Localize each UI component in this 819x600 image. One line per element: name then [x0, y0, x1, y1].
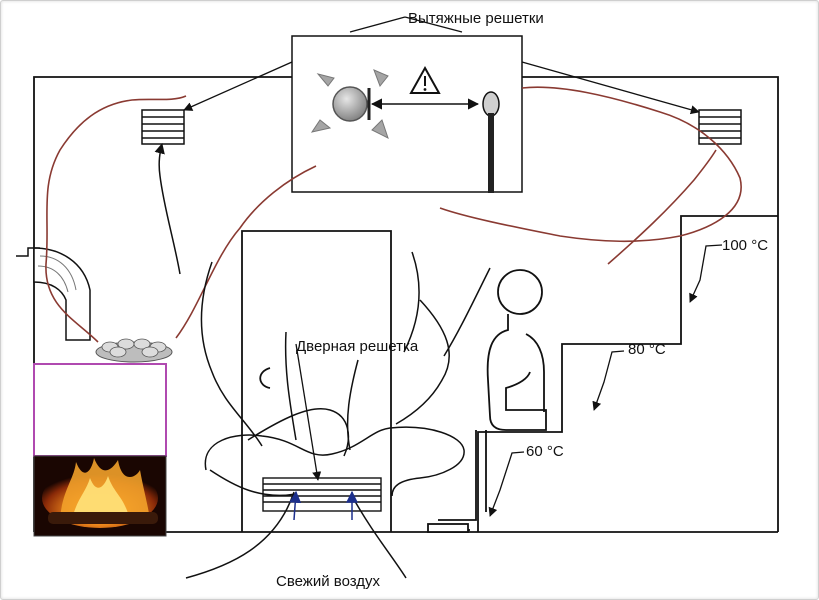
benches	[427, 215, 778, 533]
exhaust-grille-left	[141, 109, 185, 145]
door	[241, 230, 392, 532]
door-grille-leader	[295, 343, 322, 481]
warning-icon	[409, 65, 441, 94]
room-airflow-lines	[154, 142, 491, 497]
label-temp-60: 60 °C	[526, 443, 564, 460]
fan-icon	[310, 69, 389, 139]
exhaust-label-leaders	[183, 16, 700, 115]
label-door-grille: Дверная решетка	[296, 338, 419, 355]
temperature-labels: 100 °C 80 °C 60 °C	[488, 237, 768, 517]
label-exhaust-grilles: Вытяжные решетки	[408, 10, 544, 27]
label-temp-100: 100 °C	[722, 237, 768, 254]
exhaust-grille-right	[698, 109, 742, 145]
detail-inset	[291, 35, 523, 193]
label-temp-80: 80 °C	[628, 341, 666, 358]
stove	[16, 247, 173, 537]
fresh-air-arrows	[185, 490, 407, 579]
person-figure	[438, 269, 547, 521]
door-grille	[262, 477, 382, 512]
fire-icon	[42, 458, 158, 528]
sensor-icon	[482, 91, 500, 193]
warm-airflow-lines	[45, 86, 742, 343]
label-fresh-air: Свежий воздух	[276, 573, 381, 590]
